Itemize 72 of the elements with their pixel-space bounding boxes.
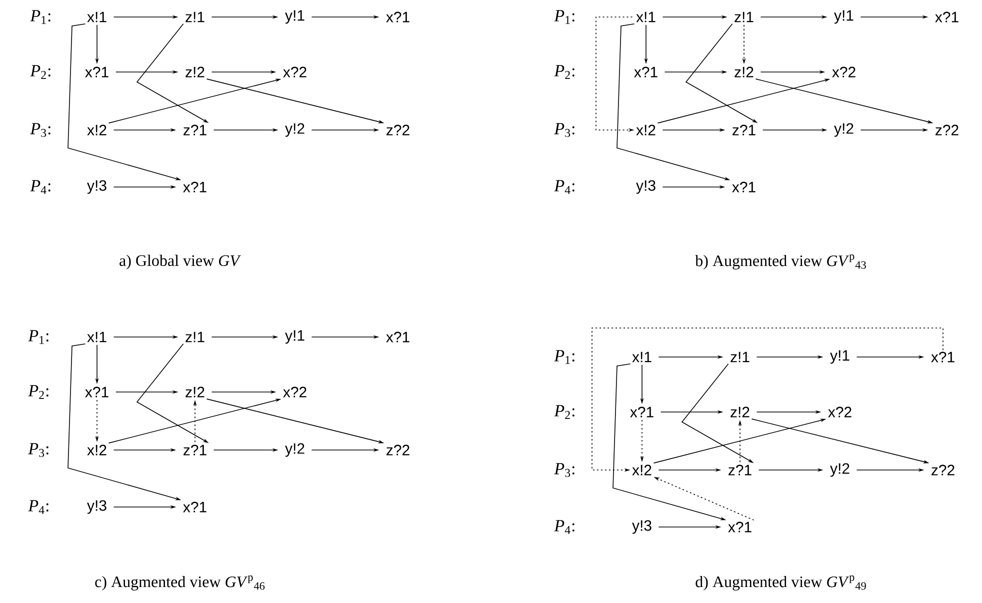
event-label: z!2 [730, 406, 750, 418]
process-label: P$_{1}$: [28, 330, 48, 344]
event-label: y!1 [285, 10, 304, 24]
event-label: z?2 [386, 124, 410, 136]
caption: d) Augmented view GV$^{p}$49 [696, 576, 866, 590]
process-label: P$_{3}$: [554, 123, 574, 137]
event-label: x?1 [931, 352, 954, 362]
event-label: z!2 [734, 66, 754, 78]
process-label: P$_{2}$: [28, 385, 48, 399]
event-label: z!1 [730, 352, 750, 362]
event-label: x?1 [732, 182, 756, 192]
event-label: z!1 [186, 332, 204, 342]
caption: a) Global view GV [120, 254, 241, 270]
event-label: z?1 [184, 124, 206, 136]
process-label: P$_{3}$: [554, 463, 574, 477]
event-label: z?2 [932, 464, 954, 476]
process-label: P$_{1}$: [30, 10, 50, 24]
event-label: x?2 [283, 386, 306, 398]
event-label: x!1 [87, 332, 106, 342]
process-label: P$_{1}$: [554, 10, 574, 24]
event-label: z?2 [386, 444, 410, 456]
process-label: P$_{1}$: [554, 350, 574, 364]
event-label: y!1 [285, 330, 304, 344]
event-label: y!2 [834, 123, 854, 137]
caption: b) Augmented view GV$^{p}$43 [695, 254, 866, 270]
event-label: z!1 [734, 12, 754, 22]
event-label: y!3 [87, 500, 106, 514]
event-label: x!2 [636, 124, 656, 136]
event-label: y!1 [834, 10, 854, 24]
process-label: P$_{4}$: [554, 180, 574, 194]
event-label: x!1 [87, 12, 106, 22]
event-label: x!1 [636, 12, 656, 22]
event-label: x?1 [183, 182, 206, 192]
event-label: z!2 [186, 386, 204, 398]
event-label: y!3 [636, 180, 656, 194]
event-label: x!2 [87, 124, 106, 136]
event-label: x!2 [87, 444, 106, 456]
process-label: P$_{4}$: [554, 520, 574, 534]
event-label: x?1 [183, 502, 206, 512]
process-label: P$_{3}$: [30, 123, 50, 137]
event-label: x?1 [728, 522, 752, 532]
event-label: x?2 [828, 406, 852, 418]
event-label: z?1 [732, 124, 756, 136]
event-label: x?1 [386, 12, 410, 22]
event-label: z!2 [186, 66, 204, 78]
caption: c) Augmented view GV$^{p}$46 [95, 576, 265, 590]
event-label: x?1 [85, 66, 108, 78]
process-label: P$_{4}$: [28, 500, 48, 514]
event-label: x!2 [632, 464, 652, 476]
event-label: x?1 [386, 332, 410, 342]
event-label: y!2 [830, 463, 850, 477]
event-label: x?1 [85, 386, 108, 398]
event-label: y!2 [285, 123, 304, 137]
event-label: x!1 [632, 352, 652, 362]
process-label: P$_{2}$: [30, 65, 50, 79]
process-label: P$_{2}$: [554, 405, 574, 419]
event-label: x?2 [832, 66, 856, 78]
event-label: y!2 [285, 443, 304, 457]
event-label: y!3 [632, 520, 652, 534]
event-label: x?2 [283, 66, 306, 78]
event-label: x?1 [935, 12, 958, 22]
event-label: x?1 [634, 66, 658, 78]
event-label: y!3 [87, 180, 106, 194]
event-label: y!1 [830, 350, 850, 364]
event-label: z?2 [936, 124, 958, 136]
process-label: P$_{3}$: [28, 443, 48, 457]
event-label: x?1 [630, 406, 654, 418]
event-label: z!1 [186, 12, 204, 22]
process-label: P$_{2}$: [554, 65, 574, 79]
event-label: z?1 [184, 444, 206, 456]
process-label: P$_{4}$: [30, 180, 50, 194]
event-label: z?1 [728, 464, 752, 476]
